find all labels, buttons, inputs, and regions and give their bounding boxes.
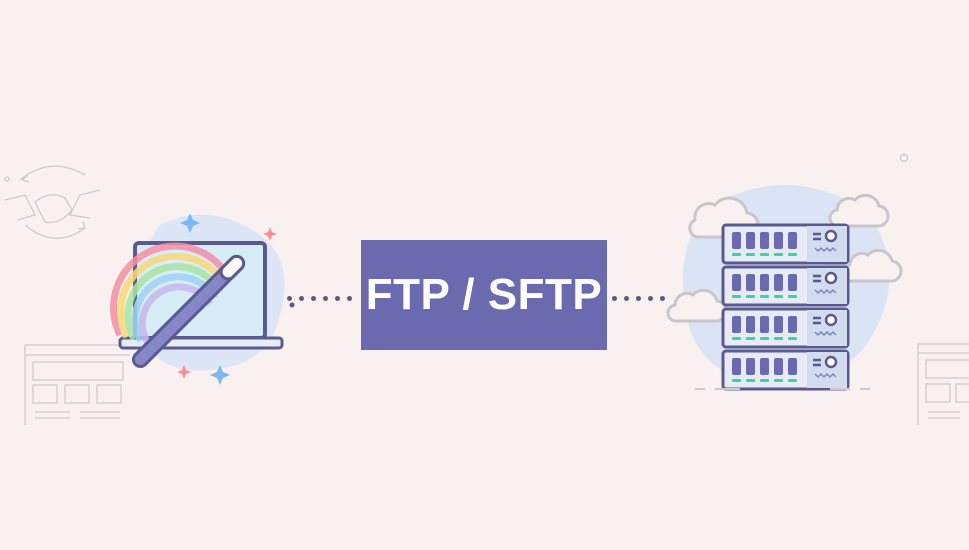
server-stack-icon — [666, 185, 903, 391]
handshake-icon — [4, 165, 101, 239]
protocol-label-box: FTP / SFTP — [361, 240, 607, 350]
right-connector — [612, 296, 665, 301]
left-connector — [287, 296, 352, 301]
circle-decoration — [899, 153, 909, 163]
cloud-icon — [666, 193, 903, 323]
protocol-label: FTP / SFTP — [365, 270, 603, 319]
webpage-wireframe-icon — [917, 343, 969, 425]
laptop-rainbow-wand-icon — [110, 213, 295, 385]
webpage-wireframe-icon — [24, 344, 130, 425]
